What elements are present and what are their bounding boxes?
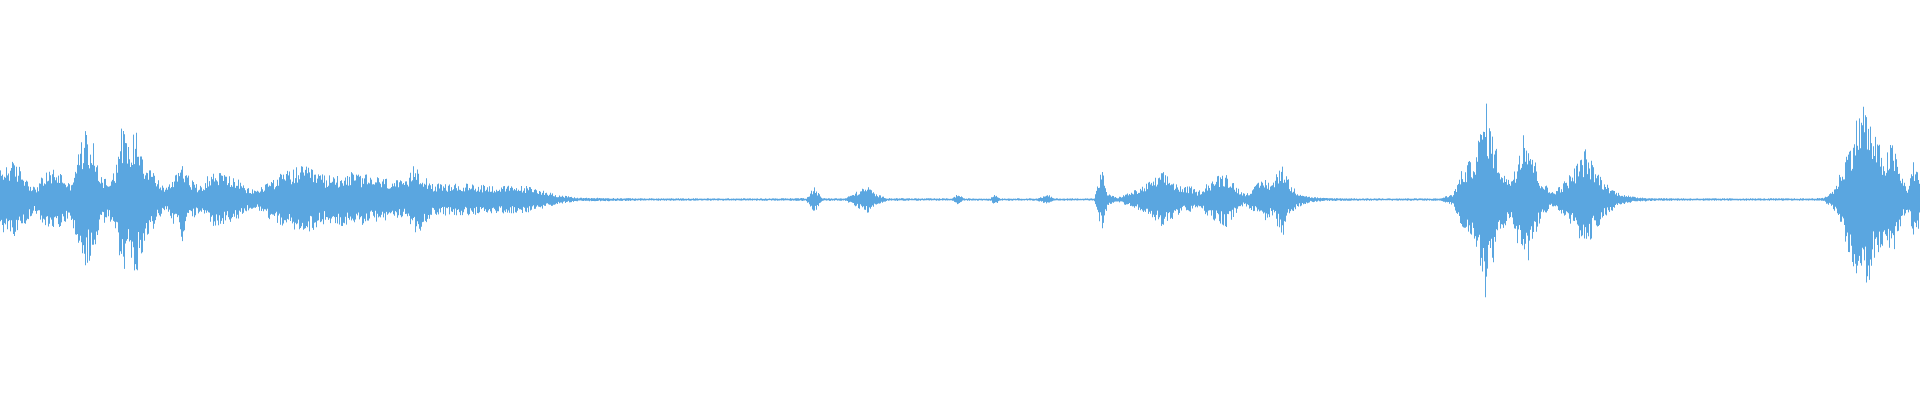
- waveform-bars: [0, 103, 1920, 298]
- waveform-amplitude-path: [0, 103, 1920, 298]
